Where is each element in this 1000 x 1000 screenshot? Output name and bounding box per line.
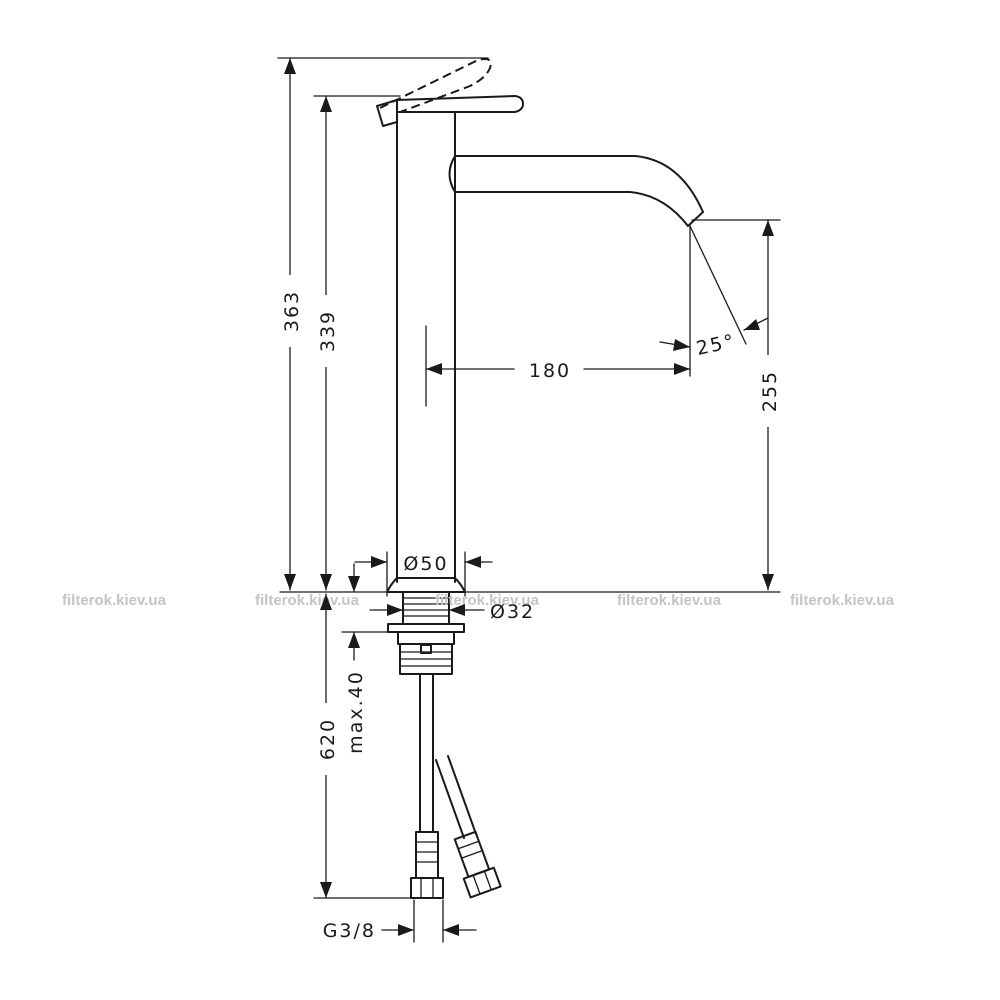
dim-g38-label: G3/8 — [323, 920, 376, 942]
dim-total-height: 363 — [277, 57, 489, 591]
lever-raised-outline — [379, 58, 492, 113]
dim-counter-thickness: max.40 — [341, 563, 391, 754]
dim-255-label: 255 — [759, 370, 781, 412]
watermark-row: filterok.kiev.ua filterok.kiev.ua filter… — [62, 592, 895, 609]
dim-339-label: 339 — [317, 310, 339, 352]
watermark-4: filterok.kiev.ua — [617, 592, 722, 609]
dim-connection-thread: G3/8 — [323, 899, 477, 943]
dim-base-diameter: Ø50 — [354, 551, 493, 597]
watermark-5: filterok.kiev.ua — [790, 592, 895, 609]
watermark-2: filterok.kiev.ua — [255, 592, 360, 609]
dim-body-height: 339 — [313, 95, 401, 591]
dim-620-label: 620 — [317, 718, 339, 760]
dim-outlet-height: 255 — [691, 219, 781, 591]
dim-spout-angle: 25° — [659, 225, 769, 360]
dim-50-label: Ø50 — [403, 553, 448, 575]
dim-hose-length: 620 — [313, 593, 415, 899]
dim-max40-label: max.40 — [345, 670, 367, 754]
watermark-1: filterok.kiev.ua — [62, 592, 167, 609]
dim-363-label: 363 — [281, 290, 303, 332]
spout — [448, 155, 704, 227]
dim-thread-diameter: Ø32 — [369, 601, 535, 623]
dim-32-label: Ø32 — [490, 601, 535, 623]
supply-hoses — [410, 673, 502, 899]
watermark-3: filterok.kiev.ua — [435, 592, 540, 609]
dim-angle-label: 25° — [694, 330, 737, 360]
lever-handle — [376, 58, 524, 127]
dim-spout-reach: 180 — [425, 225, 691, 407]
dim-180-label: 180 — [529, 360, 571, 382]
